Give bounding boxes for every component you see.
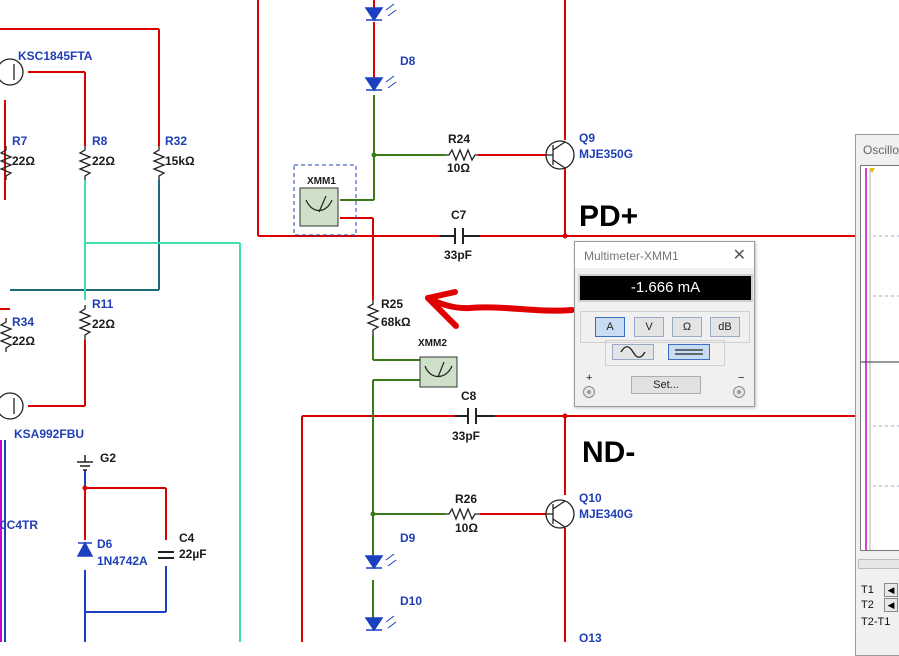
label-r7: R7 [12,134,28,148]
minus-terminal[interactable] [733,386,745,398]
label-r8-value: 22Ω [92,154,115,168]
label-c7-value: 33pF [444,248,472,262]
label-r26-value: 10Ω [455,521,478,535]
label-r11: R11 [92,297,114,311]
schematic-canvas: KSC1845FTA R7 22Ω R8 22Ω R32 15kΩ R34 22… [0,0,899,642]
label-ksa992fbu: KSA992FBU [14,427,84,441]
label-xmm2: XMM2 [418,338,447,349]
sine-wave-icon [620,346,646,358]
net-label-nd-minus: ND- [582,436,635,469]
t1-left-arrow-button[interactable]: ◀ [884,583,898,597]
osc-t1-label: T1 [861,584,874,596]
multimeter-titlebar[interactable]: Multimeter-XMM1 ✕ [575,242,754,268]
multimeter-reading: -1.666 mA [578,274,753,302]
label-r32-value: 15kΩ [165,154,195,168]
plus-terminal-label: + [586,372,593,384]
mode-button-group: A V Ω dB [580,311,750,343]
label-r8: R8 [92,134,108,148]
oscilloscope-screen [860,165,899,551]
label-r32: R32 [165,134,187,148]
mode-db-button[interactable]: dB [710,317,740,337]
label-r11-value: 22Ω [92,317,115,331]
oscilloscope-window[interactable]: Oscilloscope T1 ◀ T2 ◀ T2-T1 [855,134,899,656]
label-r34: R34 [12,315,34,329]
annotation-arrow [425,289,575,329]
close-icon[interactable]: ✕ [732,247,746,264]
osc-t2-label: T2 [861,599,874,611]
mode-volt-button[interactable]: V [634,317,664,337]
label-c4: C4 [179,531,195,545]
multimeter-window[interactable]: Multimeter-XMM1 ✕ -1.666 mA A V Ω dB + S… [574,241,755,407]
label-c8: C8 [461,389,477,403]
dc-line-icon [675,349,703,355]
label-q9: Q9 [579,131,595,145]
label-c7: C7 [451,208,467,222]
osc-t2-t1-label: T2-T1 [861,616,891,628]
label-r24-value: 10Ω [447,161,470,175]
signal-type-group [605,340,725,366]
label-q13: Q13 [579,631,602,642]
dc-button[interactable] [668,344,710,360]
label-d10: D10 [400,594,422,608]
label-r25: R25 [381,297,403,311]
label-g2: G2 [100,451,116,465]
label-c8-value: 33pF [452,429,480,443]
label-q10: Q10 [579,491,602,505]
mode-ampere-button[interactable]: A [595,317,625,337]
label-r25-value: 68kΩ [381,315,411,329]
t2-left-arrow-button[interactable]: ◀ [884,598,898,612]
mode-ohm-button[interactable]: Ω [672,317,702,337]
label-d8: D8 [400,54,416,68]
label-ksc1845fta: KSC1845FTA [18,49,93,63]
set-button[interactable]: Set... [631,376,701,394]
oscilloscope-title: Oscilloscope [863,143,899,157]
label-r26: R26 [455,492,477,506]
horizontal-scrollbar[interactable] [858,559,899,569]
label-c4-value: 22µF [179,547,207,561]
plus-terminal[interactable] [583,386,595,398]
label-mje350g: MJE350G [579,147,633,161]
label-partial-0c4tr: 0C4TR [0,518,38,532]
label-xmm1: XMM1 [307,176,336,187]
ac-button[interactable] [612,344,654,360]
oscilloscope-trace [861,168,899,550]
label-mje340g: MJE340G [579,507,633,521]
label-r7-value: 22Ω [12,154,35,168]
label-d9: D9 [400,531,416,545]
minus-terminal-label: − [738,372,745,384]
label-1n4742a: 1N4742A [97,554,148,568]
label-r24: R24 [448,132,470,146]
net-label-pd-plus: PD+ [579,200,638,233]
label-d6: D6 [97,537,113,551]
multimeter-title: Multimeter-XMM1 [584,249,679,263]
label-r34-value: 22Ω [12,334,35,348]
